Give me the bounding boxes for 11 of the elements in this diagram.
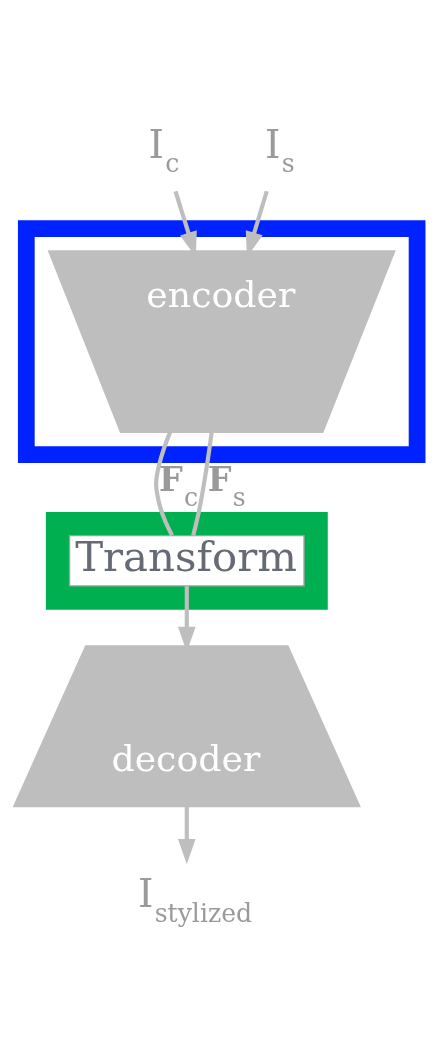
node-text: I$_{stylized}$ [137, 871, 253, 928]
node-text: I$_{s}$ [264, 121, 295, 179]
node-box: Transform [68, 534, 305, 587]
arrow [178, 806, 196, 865]
edge-label: F$_{c}$ [158, 460, 199, 512]
connector [154, 431, 174, 537]
cluster [17, 220, 426, 464]
cluster [45, 511, 328, 610]
node-text: I$_{c}$ [148, 121, 180, 179]
edge-label: F$_{s}$ [207, 460, 246, 512]
connector [191, 432, 214, 537]
